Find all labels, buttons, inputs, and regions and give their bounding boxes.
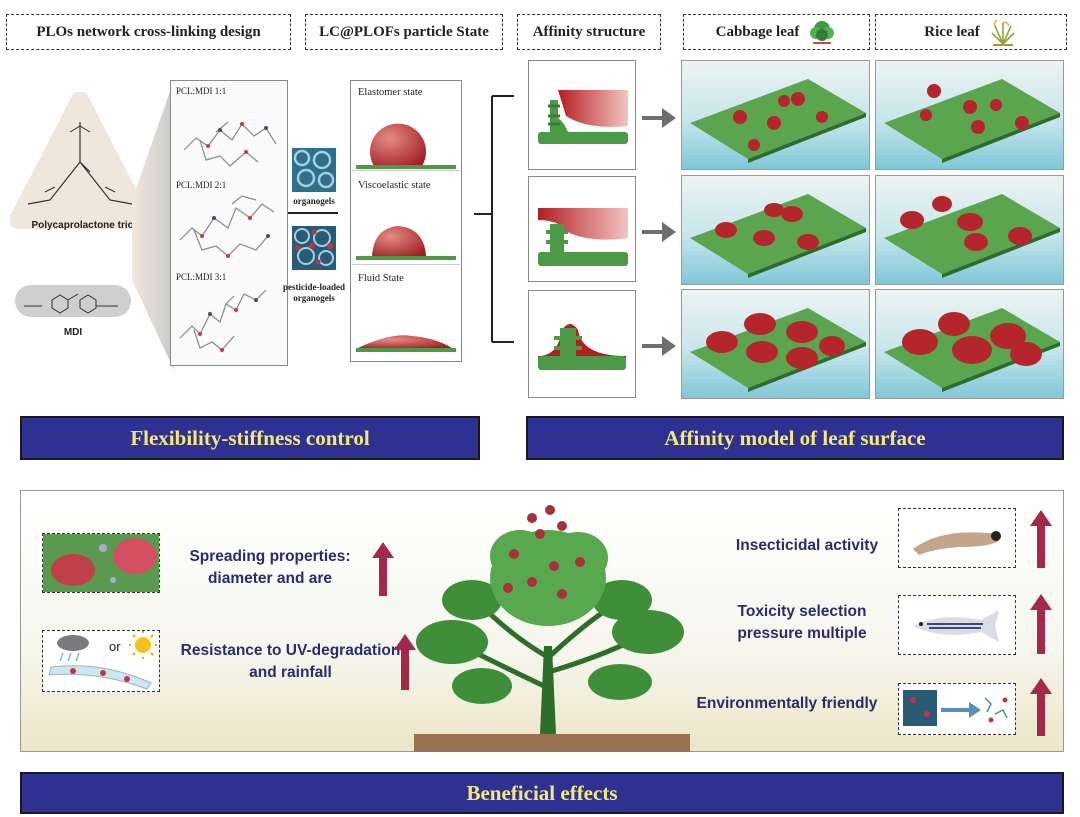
- header-affinity-text: Affinity structure: [532, 23, 646, 40]
- mdi-structure: [15, 285, 131, 317]
- larva-frame: [898, 508, 1016, 568]
- cabbage-icon: [810, 21, 835, 44]
- degradation-image: [903, 690, 1008, 726]
- gel-divider: [288, 212, 338, 214]
- pesticide-organogels-label: pesticide-loaded organogels: [283, 282, 345, 303]
- rice-icon: [991, 19, 1015, 46]
- toxicity-text: Toxicity selection pressure multiple: [737, 603, 867, 642]
- beneficial-bar: Beneficial effects: [20, 772, 1064, 814]
- right-arrow-icon: [642, 108, 676, 128]
- state-label-fluid: Fluid State: [358, 273, 404, 284]
- flexibility-bar-text: Flexibility-stiffness control: [130, 425, 370, 450]
- sun-icon: [129, 631, 157, 659]
- right-arrow-icons: [642, 108, 676, 356]
- cloud-rain-icon: [57, 635, 89, 662]
- up-arrow-icon: [1030, 510, 1052, 568]
- fan-connector: [132, 80, 174, 370]
- environment-text: Environmentally friendly: [696, 695, 878, 712]
- header-cabbage: Cabbage leaf: [683, 14, 870, 50]
- or-text: or: [109, 639, 121, 654]
- up-arrow-icon: [1030, 678, 1052, 736]
- header-rice: Rice leaf: [875, 14, 1067, 50]
- up-arrow-icon: [372, 542, 394, 596]
- header-rice-text: Rice leaf: [924, 23, 980, 40]
- droplet-states: [356, 123, 456, 352]
- affinity-model-bar: Affinity model of leaf surface: [526, 416, 1064, 460]
- right-arrow-icon: [642, 222, 676, 242]
- cabbage-viscoelastic-tile: [681, 175, 870, 285]
- header-particle: LC@PLOFs particle State: [305, 14, 503, 50]
- resistance-image: or: [48, 631, 157, 690]
- affinity-diagrams: [538, 90, 628, 370]
- organogel-image: [292, 148, 336, 192]
- insecticidal-text: Insecticidal activity: [735, 537, 879, 554]
- bracket-connector: [474, 95, 514, 343]
- fish-frame: [898, 595, 1016, 655]
- up-arrow-icon: [394, 634, 416, 690]
- state-label-elastomer: Elastomer state: [358, 87, 423, 98]
- state-divider-2: [352, 264, 460, 265]
- header-design: PLOs network cross-linking design: [6, 14, 291, 50]
- resistance-text: Resistance to UV-degradation and rainfal…: [180, 642, 401, 681]
- larva-icon: [913, 531, 1001, 555]
- header-affinity: Affinity structure: [517, 14, 661, 50]
- resistance-image-frame: or: [42, 630, 160, 692]
- spreading-image-frame: [42, 533, 160, 593]
- plant-illustration: [414, 505, 690, 752]
- header-cabbage-text: Cabbage leaf: [715, 23, 800, 40]
- rice-viscoelastic-tile: [875, 175, 1064, 285]
- flexibility-bar: Flexibility-stiffness control: [20, 416, 480, 460]
- ratio-label-2: PCL:MDI 2:1: [176, 180, 227, 190]
- affinity-model-bar-text: Affinity model of leaf surface: [664, 425, 926, 450]
- header-particle-text: LC@PLOFs particle State: [319, 23, 489, 40]
- up-arrow-icon: [1030, 594, 1052, 654]
- header-design-text: PLOs network cross-linking design: [36, 23, 261, 40]
- polymer-networks: [179, 121, 277, 352]
- ratio-label-1: PCL:MDI 1:1: [176, 86, 227, 96]
- cabbage-elastomer-tile: [681, 60, 870, 170]
- right-arrow-icon: [642, 336, 676, 356]
- state-label-viscoelastic: Viscoelastic state: [358, 180, 431, 191]
- ratio-panel: [170, 80, 288, 366]
- spreading-text: Spreading properties: diameter and are: [189, 548, 351, 587]
- rice-elastomer-tile: [875, 60, 1064, 170]
- triol-structure: [10, 92, 150, 229]
- pesticide-organogel-image: [292, 226, 336, 270]
- ratio-label-3: PCL:MDI 3:1: [176, 272, 227, 282]
- fish-icon: [913, 610, 999, 642]
- beneficial-bar-text: Beneficial effects: [466, 780, 618, 805]
- spreading-image: [43, 534, 159, 592]
- mdi-label: MDI: [63, 327, 83, 338]
- degradation-frame: [898, 683, 1016, 735]
- state-divider-1: [352, 170, 460, 171]
- triol-label: Polycaprolactone triol: [31, 220, 137, 231]
- rice-fluid-tile: [875, 289, 1064, 399]
- cabbage-fluid-tile: [681, 289, 870, 399]
- organogels-label: organogels: [293, 196, 335, 206]
